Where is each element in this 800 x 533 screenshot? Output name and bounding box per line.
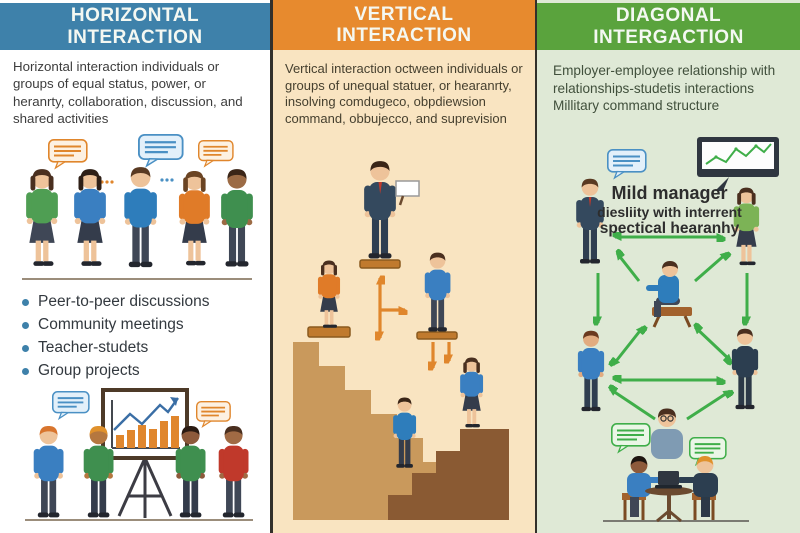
seated-person-right	[677, 456, 718, 517]
chat-dots-icon	[160, 178, 174, 182]
seated-manager-figure	[646, 261, 692, 328]
column-horizontal: HORIZONTAL INTERACTION Horizontal intera…	[0, 0, 270, 533]
speech-bubble-icon	[47, 138, 88, 169]
diagonal-network-illustration	[576, 137, 779, 523]
laptop-icon	[655, 471, 682, 489]
diagonal-header: DIAGONAL INTERGACTION	[537, 3, 800, 50]
person-figure	[26, 169, 58, 266]
platform-icon	[307, 326, 351, 338]
person-figure	[221, 169, 253, 267]
speech-bubble-icon	[137, 133, 184, 168]
platform-icon	[359, 259, 401, 269]
staircase-icon	[293, 342, 503, 520]
diagonal-title-line2: INTERGACTION	[593, 26, 744, 48]
bullet-dot-icon	[22, 344, 29, 352]
horizontal-presentation-illustration	[25, 388, 253, 521]
person-figure	[424, 252, 451, 332]
column-vertical: VERTICAL INTERACTION Vertical interactio…	[270, 0, 537, 533]
list-item: Community meetings	[22, 316, 266, 334]
observer-figure	[651, 408, 683, 459]
bar-chart-easel-icon	[101, 388, 189, 518]
sign-icon	[395, 180, 420, 206]
diagonal-caption: Mild manager diesliity with interrent sp…	[587, 183, 752, 238]
speech-bubble-icon	[197, 139, 234, 168]
manager-figure	[364, 161, 396, 259]
tie	[588, 197, 592, 207]
speech-bubble-icon	[606, 148, 647, 179]
caption-line2: diesliity with interrent	[597, 203, 742, 220]
person-figure	[33, 425, 64, 518]
staircase-icon	[388, 429, 509, 520]
person-figure	[317, 260, 341, 328]
bullet-dot-icon	[22, 367, 29, 375]
orange-arrows	[380, 278, 449, 368]
vertical-title-line2: INTERACTION	[336, 25, 472, 46]
horizontal-title-line1: HORIZONTAL	[70, 5, 200, 27]
person-figure	[218, 425, 249, 518]
horizontal-header: HORIZONTAL INTERACTION	[0, 3, 270, 50]
meeting-table-scene	[622, 456, 718, 523]
speech-bubble-icon	[51, 390, 90, 420]
speech-bubble-icon	[610, 422, 651, 453]
vertical-stairs-illustration	[293, 161, 509, 520]
vertical-header: VERTICAL INTERACTION	[273, 0, 535, 50]
caption-line3: spectical hearanhy	[599, 219, 740, 237]
horizontal-bullet-list: Peer-to-peer discussions Community meeti…	[22, 288, 266, 385]
chat-dots-icon	[100, 180, 114, 184]
horizontal-people-illustration	[22, 133, 253, 280]
horizontal-title-line2: INTERACTION	[67, 26, 203, 48]
column-diagonal: DIAGONAL INTERGACTION Employer-employee …	[537, 0, 800, 533]
list-item: Teacher-studets	[22, 339, 266, 357]
caption-line1: Mild manager	[611, 183, 728, 203]
list-item: Group projects	[22, 362, 266, 380]
diagonal-illustration-area: Mild manager diesliity with interrent sp…	[537, 135, 800, 533]
green-arrows	[598, 237, 747, 421]
person-figure	[74, 169, 106, 266]
diagonal-description: Employer-employee relationship with rela…	[553, 63, 776, 114]
person-figure	[460, 357, 484, 428]
tie	[378, 182, 382, 194]
vertical-title-line1: VERTICAL	[354, 3, 454, 25]
bullet-dot-icon	[22, 298, 29, 306]
bullet-dot-icon	[22, 321, 29, 329]
speech-bubble-icon	[195, 400, 232, 428]
diagonal-title-line1: DIAGONAL	[615, 5, 722, 27]
list-item: Peer-to-peer discussions	[22, 293, 266, 311]
platform-icon	[416, 331, 458, 340]
monitor-line-chart-icon	[697, 137, 779, 191]
vertical-description: Vertical interaction octween individuals…	[285, 61, 523, 126]
person-figure	[178, 171, 210, 266]
person-figure	[124, 167, 157, 268]
horizontal-description: Horizontal interaction individuals or gr…	[13, 59, 243, 126]
table-top	[645, 486, 693, 496]
person-figure	[731, 328, 759, 410]
person-figure	[577, 330, 605, 412]
